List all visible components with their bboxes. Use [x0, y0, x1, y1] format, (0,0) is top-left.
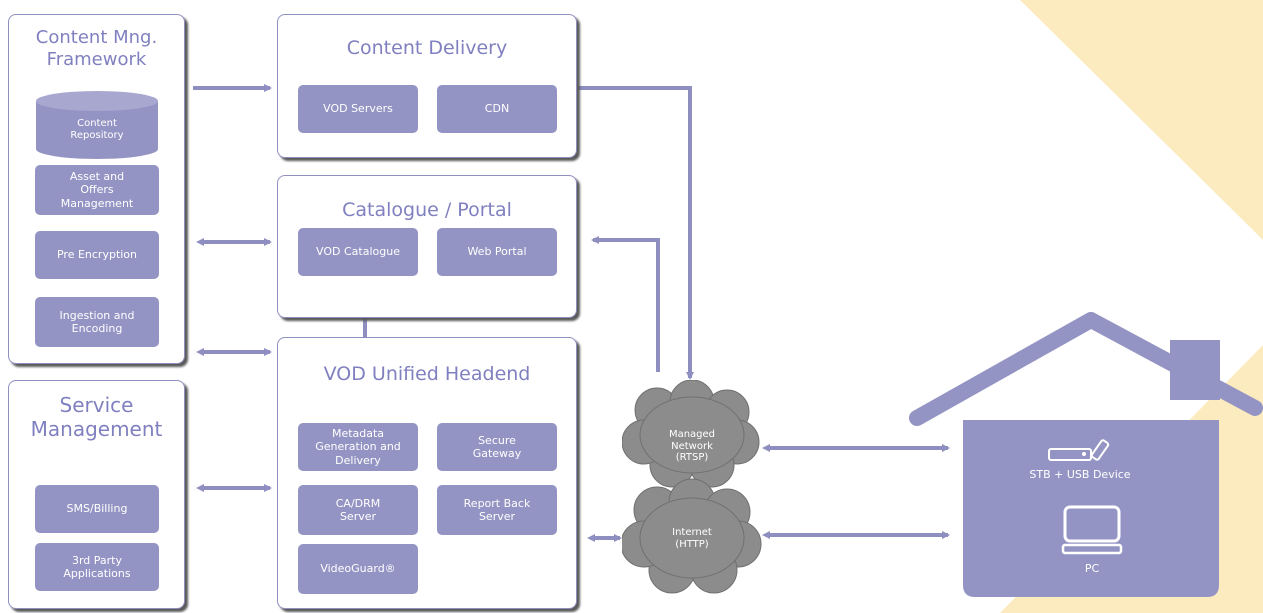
- managed-network-cloud: [622, 380, 760, 488]
- stb-usb-icon: [1048, 439, 1110, 461]
- content-delivery-title: Content Delivery: [346, 37, 508, 59]
- internet-label: Internet (HTTP): [672, 527, 712, 550]
- pre-encryption-button[interactable]: Pre Encryption: [35, 231, 159, 279]
- content-delivery-panel: Content Delivery VOD Servers CDN: [277, 14, 577, 158]
- internet-cloud: [622, 478, 762, 594]
- dvr-label: DVR: [1068, 410, 1092, 423]
- report-back-button[interactable]: Report Back Server: [437, 485, 557, 535]
- catalogue-title: Catalogue / Portal: [342, 199, 512, 221]
- vod-headend-panel: VOD Unified Headend Metadata Generation …: [277, 337, 577, 609]
- managed-network-label: Managed Network (RTSP): [668, 429, 716, 463]
- sms-billing-button[interactable]: SMS/Billing: [35, 485, 159, 533]
- vod-catalogue-button[interactable]: VOD Catalogue: [298, 228, 418, 276]
- vod-servers-button[interactable]: VOD Servers: [298, 85, 418, 133]
- pc-icon: [1061, 505, 1123, 555]
- cdn-button[interactable]: CDN: [437, 85, 557, 133]
- stb-usb-label: STB + USB Device: [1029, 468, 1131, 481]
- videoguard-button[interactable]: VideoGuard®: [298, 544, 418, 594]
- service-management-title: Service Management: [30, 393, 163, 441]
- content-mng-framework-panel: Content Mng. Framework Content Repositor…: [8, 14, 185, 364]
- metadata-button[interactable]: Metadata Generation and Delivery: [298, 423, 418, 471]
- secure-gateway-button[interactable]: Secure Gateway: [437, 423, 557, 471]
- service-management-panel: Service Management SMS/Billing 3rd Party…: [8, 380, 185, 609]
- dvr-icon: [1060, 381, 1100, 401]
- third-party-apps-button[interactable]: 3rd Party Applications: [35, 543, 159, 591]
- catalogue-portal-panel: Catalogue / Portal VOD Catalogue Web Por…: [277, 175, 577, 318]
- ca-drm-button[interactable]: CA/DRM Server: [298, 485, 418, 535]
- pc-label: PC: [1084, 562, 1100, 575]
- content-mng-title: Content Mng. Framework: [35, 27, 158, 70]
- content-repository-label: Content Repository: [70, 118, 124, 141]
- database-icon: [36, 91, 158, 159]
- web-portal-button[interactable]: Web Portal: [437, 228, 557, 276]
- ingestion-encoding-button[interactable]: Ingestion and Encoding: [35, 297, 159, 347]
- headend-title: VOD Unified Headend: [323, 363, 531, 385]
- asset-offers-button[interactable]: Asset and Offers Management: [35, 165, 159, 215]
